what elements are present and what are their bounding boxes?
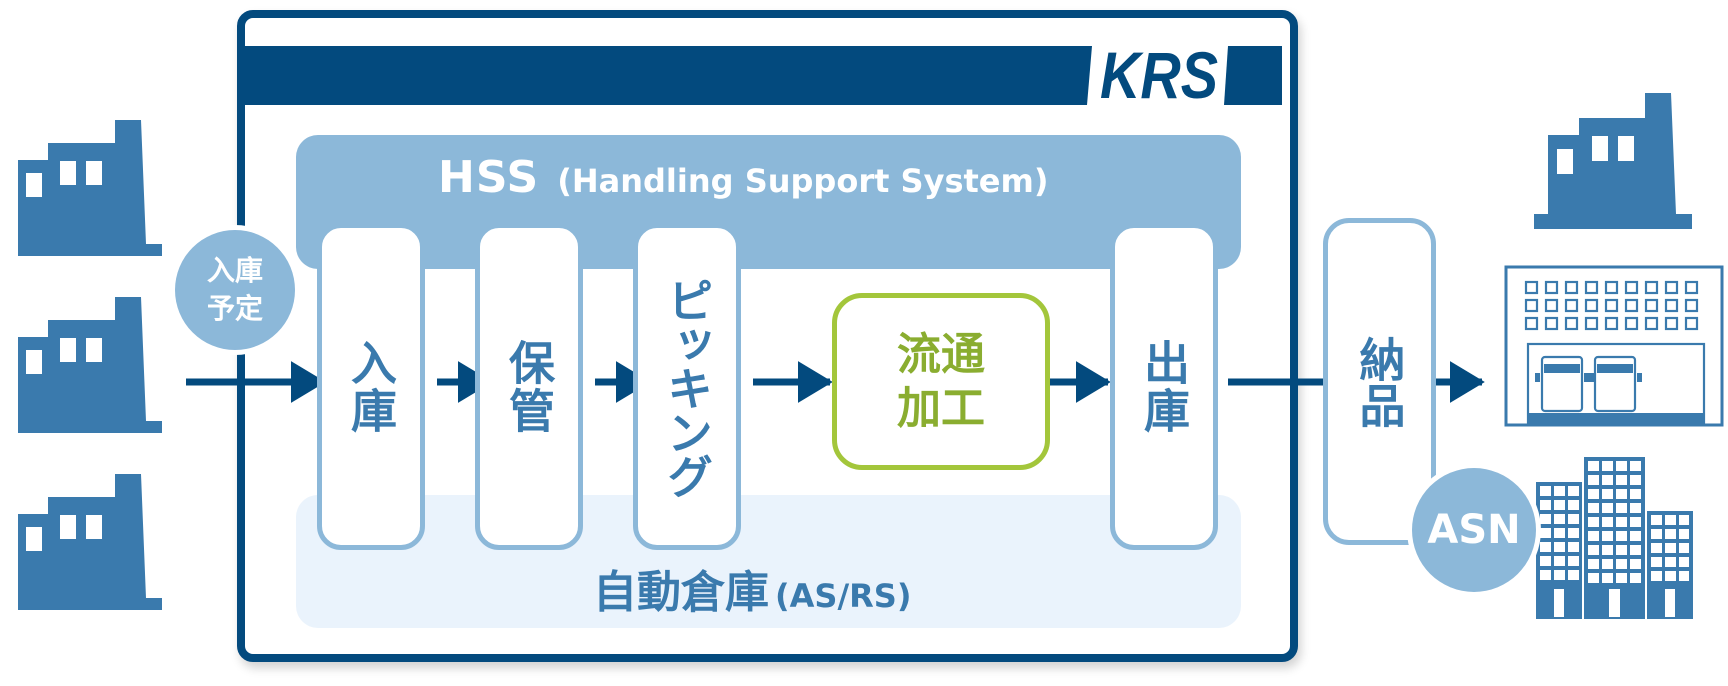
hss-title: HSS (Handling Support System): [438, 152, 1048, 203]
source-factory-icon-2: [4, 297, 164, 433]
krs-logo-text: KRS: [1100, 46, 1218, 105]
destination-factory-icon: [1534, 93, 1694, 229]
stage-receiving-label: 入庫: [344, 338, 398, 435]
distribution-warehouse-icon: [1504, 265, 1724, 427]
asrs-band: [296, 495, 1241, 628]
stage-receiving: 入庫: [317, 223, 425, 550]
stage-picking: ピッキング: [633, 223, 741, 550]
stage-shipping-label: 出庫: [1137, 338, 1191, 435]
stage-processing-label: 流通加工: [897, 328, 985, 434]
delivery-label: 納品: [1352, 335, 1407, 428]
stage-shipping: 出庫: [1110, 223, 1218, 550]
asrs-title: 自動倉庫(AS/RS): [593, 556, 911, 620]
stage-storage: 保管: [475, 223, 583, 550]
delivery-box: 納品: [1323, 218, 1436, 545]
stage-storage-label: 保管: [502, 338, 556, 435]
source-factory-icon-1: [4, 120, 164, 256]
source-factory-icon-3: [4, 474, 164, 610]
hss-abbr: HSS: [438, 152, 540, 203]
office-buildings-icon: [1536, 457, 1693, 619]
asn-badge: ASN: [1412, 468, 1536, 592]
stage-processing: 流通加工: [832, 293, 1050, 470]
stage-picking-label: ピッキング: [660, 276, 714, 497]
inbound-plan-badge-text: 入庫予定: [206, 254, 263, 325]
asrs-abbr: (AS/RS): [775, 577, 912, 615]
hss-band: [296, 135, 1241, 269]
inbound-plan-badge: 入庫予定: [175, 230, 295, 350]
asrs-name: 自動倉庫: [593, 567, 769, 618]
asn-badge-text: ASN: [1427, 507, 1521, 553]
krs-header-bar: KRS: [245, 46, 1290, 105]
hss-full-name: (Handling Support System): [557, 162, 1049, 200]
